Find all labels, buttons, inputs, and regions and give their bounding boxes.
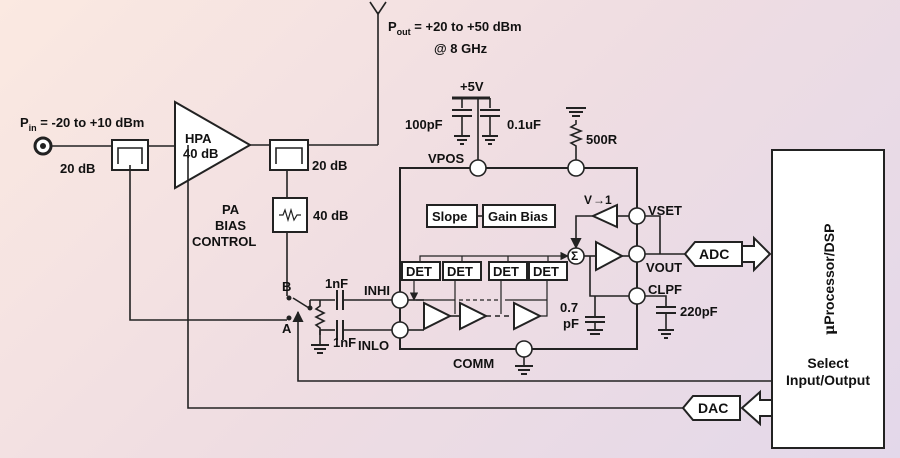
hpa-label-1: HPA xyxy=(185,131,212,146)
attenuator-40db xyxy=(272,197,308,233)
det-block-1 xyxy=(401,261,441,281)
cap-220pf-label: 220pF xyxy=(680,304,718,319)
coupler-out-label: 20 dB xyxy=(312,158,347,173)
pin-comm xyxy=(515,340,533,358)
adc-label: ADC xyxy=(699,246,729,262)
select-label-1: Select xyxy=(807,355,849,371)
cap-100pf xyxy=(452,109,472,145)
vset-label: VSET xyxy=(648,203,682,218)
slope-label: Slope xyxy=(432,209,467,224)
inlo-label: INLO xyxy=(358,338,389,353)
pa-bias-label-3: CONTROL xyxy=(192,234,256,249)
dac-to-hpa-line xyxy=(187,145,683,409)
gain-bias-label: Gain Bias xyxy=(488,209,548,224)
cap-07pf-label-2: pF xyxy=(563,316,579,331)
pin-clpf xyxy=(628,287,646,305)
adc-block xyxy=(683,235,772,273)
output-amplifier xyxy=(595,240,625,272)
processor-dsp-block xyxy=(771,149,885,449)
dac-label: DAC xyxy=(698,400,728,416)
cap-01uf-label: 0.1uF xyxy=(507,117,541,132)
cap-07pf-label-1: 0.7 xyxy=(560,300,578,315)
det-label-4: DET xyxy=(533,264,559,279)
switch-a-label: A xyxy=(282,321,292,336)
det-label-1: DET xyxy=(406,264,432,279)
switch-b-label: B xyxy=(282,279,291,294)
hpa-label-2: 40 dB xyxy=(183,146,218,161)
pout-freq-label: @ 8 GHz xyxy=(434,41,488,56)
output-coupler xyxy=(269,139,309,171)
det-label-3: DET xyxy=(493,264,519,279)
clpf-internal-line xyxy=(589,256,629,297)
rf-input-connector xyxy=(33,136,53,156)
det-sum-bus xyxy=(419,251,569,262)
cap-1nf-top xyxy=(336,290,344,310)
coupler-to-switch-a-line xyxy=(129,165,287,321)
hpa-amplifier xyxy=(174,100,253,190)
det-label-2: DET xyxy=(447,264,473,279)
select-to-switch-line xyxy=(292,310,772,382)
input-ground-icon xyxy=(311,335,329,354)
pin-vout xyxy=(628,245,646,263)
res-500r xyxy=(566,107,586,168)
attenuator-label: 40 dB xyxy=(313,208,348,223)
res-500r-label: 500R xyxy=(586,132,618,147)
pin-inlo xyxy=(391,321,409,339)
cap-1nf-bot-label: 1nF xyxy=(333,335,356,350)
cap-100pf-label: 100pF xyxy=(405,117,443,132)
comm-ground-icon xyxy=(515,357,533,375)
coupler-in-label: 20 dB xyxy=(60,161,95,176)
antenna-icon xyxy=(369,1,387,16)
supply-label: +5V xyxy=(460,79,484,94)
select-label-2: Input/Output xyxy=(786,372,870,388)
pin-unused-top xyxy=(567,159,585,177)
pin-inhi xyxy=(391,291,409,309)
rf-select-switch xyxy=(286,295,313,321)
cap-01uf xyxy=(480,109,500,145)
inhi-label: INHI xyxy=(364,283,390,298)
vpos-label: VPOS xyxy=(428,151,464,166)
processor-label: μProcessor/DSP xyxy=(821,224,838,335)
pin-vset xyxy=(628,207,646,225)
cap-220pf xyxy=(656,306,676,339)
input-termination-resistor xyxy=(314,300,326,335)
pa-bias-label-1: PA xyxy=(222,202,240,217)
cap-07pf xyxy=(585,316,605,335)
cap-1nf-top-label: 1nF xyxy=(325,276,348,291)
pin-vpos xyxy=(469,159,487,177)
pout-label: Pout = +20 to +50 dBm xyxy=(388,19,522,37)
vset-buffer xyxy=(590,203,618,229)
vout-label: VOUT xyxy=(646,260,682,275)
dac-block xyxy=(681,389,773,427)
vset-to-sum-line xyxy=(570,215,593,250)
gain-bias-block xyxy=(482,204,556,228)
sigma-label: Σ xyxy=(571,249,578,263)
v-x1-label: V→1 xyxy=(584,193,612,207)
pa-bias-label-2: BIAS xyxy=(215,218,246,233)
vout-vset-feedback xyxy=(645,215,661,254)
limiter-chain xyxy=(408,280,548,331)
clpf-label: CLPF xyxy=(648,282,682,297)
pin-label: Pin = -20 to +10 dBm xyxy=(20,115,144,133)
comm-label: COMM xyxy=(453,356,494,371)
